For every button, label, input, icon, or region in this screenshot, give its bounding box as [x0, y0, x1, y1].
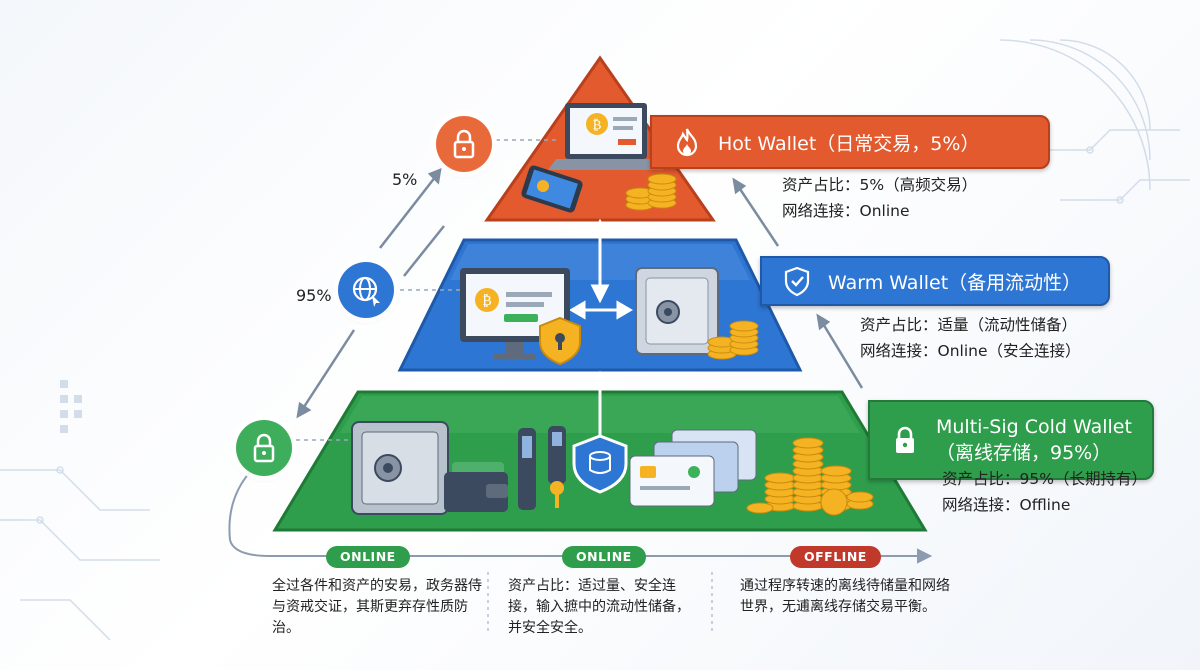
database-shield-icon — [572, 434, 628, 494]
pct-middle-label: 95% — [296, 286, 332, 305]
bottom-separators — [487, 572, 713, 634]
safe-icon — [635, 267, 719, 355]
status-pill-online: ONLINE — [562, 546, 646, 568]
cold-network: 网络连接：Offline — [942, 496, 1071, 514]
hot-network: 网络连接：Online — [782, 202, 910, 220]
hot-share: 资产占比：5%（高频交易） — [782, 176, 978, 194]
cold-share: 资产占比：95%（长期持有） — [942, 470, 1147, 488]
note-online-2: 资产占比：适过量、安全连接，输入摭中的流动性储备，并安全安全。 — [508, 578, 690, 636]
warm-wallet-title: Warm Wallet（备用流动性） — [828, 271, 1082, 294]
circuit-decoration-right — [999, 39, 1190, 204]
phone-icon — [521, 165, 583, 213]
vault-icon — [351, 421, 449, 515]
cold-wallet-title-line1: Multi-Sig Cold Wallet — [936, 416, 1132, 438]
hardware-wallet-icon — [518, 426, 566, 510]
hot-wallet-banner: Hot Wallet（日常交易，5%） — [650, 115, 1050, 169]
cold-wallet-title-line2: （离线存储，95%） — [936, 442, 1112, 464]
flow-arrows — [296, 168, 445, 419]
warm-wallet-banner: Warm Wallet（备用流动性） — [760, 256, 1110, 306]
info-arrows — [732, 177, 864, 389]
svg-text:₿: ₿ — [482, 293, 492, 309]
pct-top-label: 5% — [392, 170, 418, 189]
padlock-icon — [236, 420, 292, 476]
dots-decoration — [60, 380, 82, 433]
cold-wallet-banner: Multi-Sig Cold Wallet （离线存储，95%） — [868, 400, 1154, 480]
circuit-decoration-left — [0, 466, 160, 641]
tier-arrows — [569, 218, 633, 440]
flame-icon — [676, 128, 698, 157]
warm-wallet-info: 资产占比：适量（流动性储备） 网络连接：Online（安全连接） — [860, 312, 1081, 364]
coin-stack-icon — [625, 173, 677, 211]
globe-cursor-icon — [338, 262, 394, 318]
coin-stack-icon — [746, 437, 874, 516]
shield-lock-icon — [539, 316, 581, 366]
cards-icon — [629, 429, 757, 507]
warm-network: 网络连接：Online（安全连接） — [860, 342, 1081, 360]
hot-wallet-title: Hot Wallet（日常交易，5%） — [718, 132, 980, 155]
status-pill-offline: OFFLINE — [790, 546, 881, 568]
hot-wallet-info: 资产占比：5%（高频交易） 网络连接：Online — [782, 172, 977, 224]
side-dashes — [296, 139, 560, 441]
shield-check-icon — [784, 266, 810, 297]
wallet-icon — [444, 462, 508, 512]
status-pill-online: ONLINE — [326, 546, 410, 568]
note-offline: 通过程序转速的离线待储量和网络世界，无逋离线存储交易平衡。 — [740, 578, 950, 615]
cold-wallet-info: 资产占比：95%（长期持有） 网络连接：Offline — [942, 466, 1147, 518]
bottom-flow-line — [228, 471, 933, 564]
laptop-icon: ₿ — [548, 103, 664, 170]
svg-text:₿: ₿ — [593, 118, 602, 133]
coin-stack-icon — [707, 320, 759, 360]
lock-icon — [896, 426, 914, 453]
warm-share: 资产占比：适量（流动性储备） — [860, 316, 1078, 334]
note-online-1: 全过各件和资产的安易，政务器侍与资戒交证，其斯更弃存性质防治。 — [272, 578, 482, 636]
padlock-icon — [436, 116, 492, 172]
